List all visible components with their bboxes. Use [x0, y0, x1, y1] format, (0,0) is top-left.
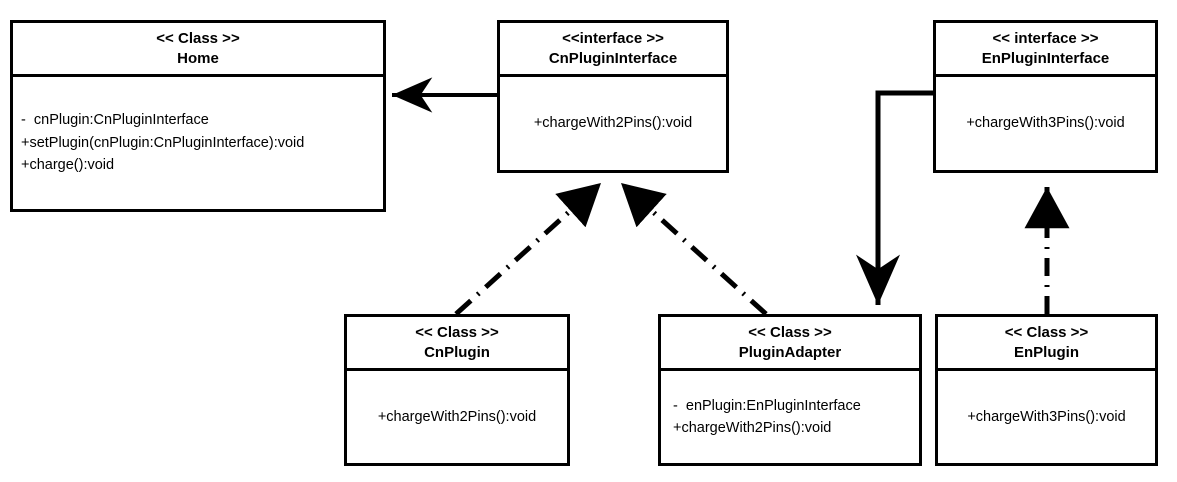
class-member: +chargeWith2Pins():void — [377, 408, 537, 425]
class-box-cnplugininterface[interactable]: <<interface >> CnPluginInterface +charge… — [497, 20, 729, 173]
class-box-enplugin[interactable]: << Class >> EnPlugin +chargeWith3Pins():… — [935, 314, 1158, 466]
class-box-home[interactable]: << Class >> Home - cnPlugin:CnPluginInte… — [10, 20, 386, 212]
class-name-cnplugin: CnPlugin — [424, 344, 490, 362]
edge-enplugininterface-to-pluginadapter — [856, 90, 933, 305]
class-member: +chargeWith2Pins():void — [533, 115, 693, 132]
class-member: - enPlugin:EnPluginInterface — [673, 397, 861, 414]
class-members-enplugininterface: +chargeWith3Pins():void — [936, 77, 1155, 170]
class-stereotype-enplugininterface: << interface >> — [992, 30, 1099, 47]
class-header-pluginadapter: << Class >> PluginAdapter — [661, 317, 919, 371]
edge-pluginadapter-realizes-cnplugininterface — [619, 181, 768, 316]
class-header-home: << Class >> Home — [13, 23, 383, 77]
class-members-cnplugininterface: +chargeWith2Pins():void — [500, 77, 726, 170]
class-members-cnplugin: +chargeWith2Pins():void — [347, 371, 567, 463]
class-box-enplugininterface[interactable]: << interface >> EnPluginInterface +charg… — [933, 20, 1158, 173]
class-members-pluginadapter: - enPlugin:EnPluginInterface +chargeWith… — [661, 371, 919, 463]
class-member: +chargeWith3Pins():void — [967, 408, 1126, 425]
class-header-cnplugininterface: <<interface >> CnPluginInterface — [500, 23, 726, 77]
class-name-enplugininterface: EnPluginInterface — [981, 50, 1110, 68]
class-header-cnplugin: << Class >> CnPlugin — [347, 317, 567, 371]
class-box-cnplugin[interactable]: << Class >> CnPlugin +chargeWith2Pins():… — [344, 314, 570, 466]
class-stereotype-pluginadapter: << Class >> — [748, 324, 832, 341]
class-member: +charge():void — [21, 157, 115, 174]
class-stereotype-enplugin: << Class >> — [1004, 324, 1089, 341]
class-members-enplugin: +chargeWith3Pins():void — [938, 371, 1155, 463]
class-box-pluginadapter[interactable]: << Class >> PluginAdapter - enPlugin:EnP… — [658, 314, 922, 466]
class-member: +chargeWith2Pins():void — [673, 420, 832, 436]
class-name-pluginadapter: PluginAdapter — [738, 344, 842, 362]
class-member: +chargeWith3Pins():void — [966, 115, 1125, 132]
class-header-enplugin: << Class >> EnPlugin — [938, 317, 1155, 371]
class-members-home: - cnPlugin:CnPluginInterface +setPlugin(… — [13, 77, 383, 209]
edge-cnplugin-realizes-cnplugininterface — [454, 181, 603, 316]
class-name-home: Home — [177, 50, 219, 68]
class-member: +setPlugin(cnPlugin:CnPluginInterface):v… — [21, 134, 305, 151]
class-stereotype-home: << Class >> — [156, 30, 240, 47]
class-name-enplugin: EnPlugin — [1014, 344, 1079, 362]
class-stereotype-cnplugininterface: <<interface >> — [562, 30, 664, 47]
class-stereotype-cnplugin: << Class >> — [415, 324, 499, 341]
class-header-enplugininterface: << interface >> EnPluginInterface — [936, 23, 1155, 77]
class-member: - cnPlugin:CnPluginInterface — [21, 112, 209, 129]
class-name-cnplugininterface: CnPluginInterface — [548, 50, 678, 68]
